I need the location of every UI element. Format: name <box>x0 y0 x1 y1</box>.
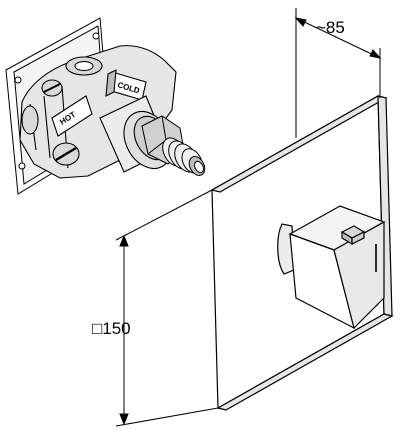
depth-dim-line <box>295 17 381 59</box>
hot-label-pad <box>51 95 93 137</box>
depth-arrow-right <box>369 49 382 59</box>
valve-body <box>19 45 177 179</box>
cube-handle <box>277 205 386 330</box>
spindle-thread <box>162 137 203 174</box>
size-arrow-top <box>119 234 129 247</box>
depth-arrow-left <box>294 17 307 27</box>
pointer-tab <box>105 69 117 97</box>
size-ext-bottom <box>115 407 219 427</box>
left-port <box>21 105 39 135</box>
mount-hole-bottom-left <box>18 162 26 170</box>
cartridge <box>141 115 206 176</box>
size-dimension-label: □150 <box>92 319 131 338</box>
top-inlet-bore <box>74 60 94 72</box>
dimension-size <box>115 189 219 427</box>
spindle-tip-face <box>193 160 205 174</box>
mount-hole-top-left <box>14 76 22 84</box>
top-plug <box>41 79 63 97</box>
cube-right <box>333 220 385 330</box>
size-arrow-bottom <box>119 413 129 426</box>
dimension-depth <box>294 8 382 138</box>
plate-edge-bottom <box>216 313 394 411</box>
depth-dimension-label: ~85 <box>316 18 345 37</box>
valve-rib-2 <box>43 95 51 159</box>
size-ext-top <box>115 189 213 241</box>
index-cap <box>340 225 366 246</box>
mount-hole-top-right <box>92 32 100 40</box>
bottom-plug <box>52 142 80 166</box>
